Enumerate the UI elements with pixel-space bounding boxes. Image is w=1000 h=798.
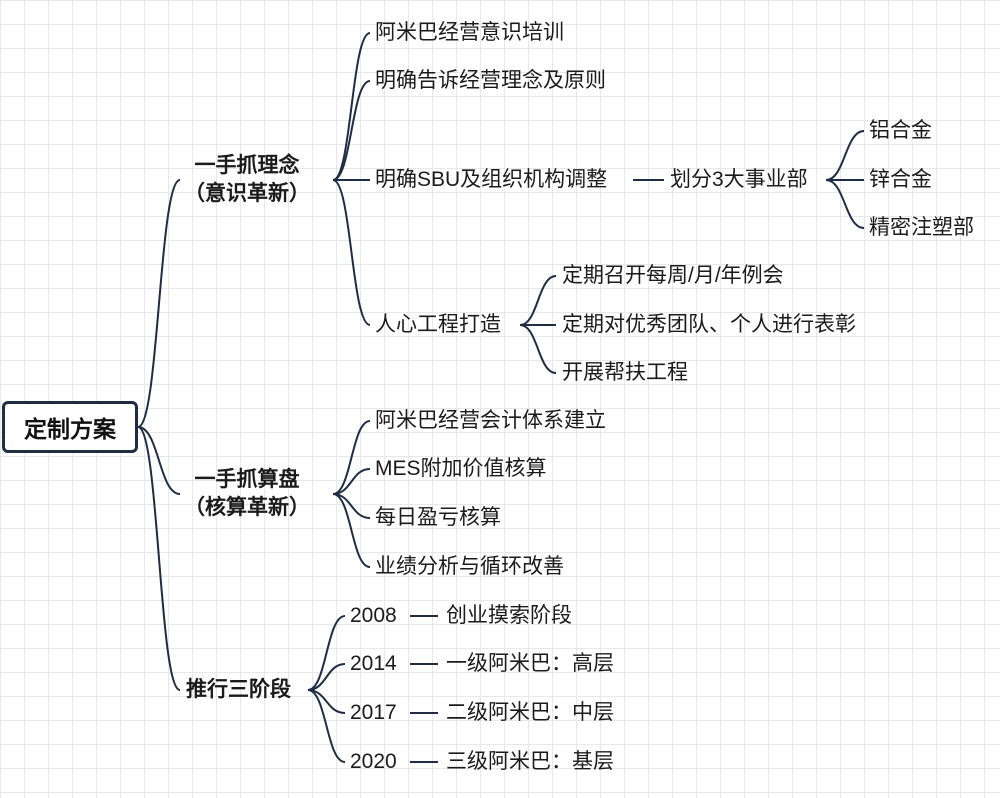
people-item-2: 定期对优秀团队、个人进行表彰 xyxy=(562,313,856,336)
branch-stages: 推行三阶段 xyxy=(186,676,291,704)
people-item-3: 开展帮扶工程 xyxy=(562,361,688,384)
branch-concept-title: 一手抓理念 xyxy=(194,154,300,177)
link-stage-1 xyxy=(307,615,346,691)
accounting-item-2: MES附加价值核算 xyxy=(375,457,547,480)
sbu-divisions: 划分3大事业部 xyxy=(670,168,808,191)
branch-concept-subtitle: （意识革新） xyxy=(184,182,310,205)
people-item-1: 定期召开每周/月/年例会 xyxy=(562,264,784,287)
link-root-concept xyxy=(137,179,181,428)
accounting-item-1: 阿米巴经营会计体系建立 xyxy=(375,409,606,432)
branch-accounting-title: 一手抓算盘 xyxy=(194,468,300,491)
stage-year-4: 2020 xyxy=(350,750,397,773)
branch-accounting-subtitle: （核算革新） xyxy=(184,496,310,519)
concept-item-1: 阿米巴经营意识培训 xyxy=(375,21,564,44)
link-root-accounting xyxy=(137,426,181,495)
root-label: 定制方案 xyxy=(24,416,116,442)
root-node: 定制方案 xyxy=(2,401,138,453)
stage-label-2: 一级阿米巴：高层 xyxy=(446,652,614,675)
accounting-item-4: 业绩分析与循环改善 xyxy=(375,555,564,578)
concept-item-4: 人心工程打造 xyxy=(375,313,501,336)
stage-label-1: 创业摸索阶段 xyxy=(446,604,572,627)
division-zinc: 锌合金 xyxy=(869,168,932,191)
link-division-1 xyxy=(825,130,865,181)
link-stage-4 xyxy=(307,689,346,763)
link-concept-1 xyxy=(332,32,371,181)
link-concept-4 xyxy=(332,179,371,326)
stage-label-3: 二级阿米巴：中层 xyxy=(446,701,614,724)
stage-year-2: 2014 xyxy=(350,652,397,675)
branch-concept: 一手抓理念 （意识革新） xyxy=(184,152,310,208)
link-accounting-2 xyxy=(332,468,371,495)
division-injection: 精密注塑部 xyxy=(869,216,974,239)
link-stage-2 xyxy=(307,663,346,691)
link-concept-2 xyxy=(332,80,371,181)
branch-stages-title: 推行三阶段 xyxy=(186,678,291,701)
concept-item-2: 明确告诉经营理念及原则 xyxy=(375,69,606,92)
link-accounting-4 xyxy=(332,493,371,568)
link-people-3 xyxy=(519,324,557,374)
link-root-stages xyxy=(137,426,181,691)
accounting-item-3: 每日盈亏核算 xyxy=(375,506,501,529)
link-people-1 xyxy=(519,275,557,326)
stage-year-1: 2008 xyxy=(350,604,397,627)
link-division-3 xyxy=(825,179,865,229)
branch-accounting: 一手抓算盘 （核算革新） xyxy=(184,466,310,522)
stage-label-4: 三级阿米巴：基层 xyxy=(446,750,614,773)
division-aluminum: 铝合金 xyxy=(869,119,932,142)
link-accounting-1 xyxy=(332,420,371,495)
stage-year-3: 2017 xyxy=(350,701,397,724)
concept-item-3: 明确SBU及组织机构调整 xyxy=(375,168,608,191)
